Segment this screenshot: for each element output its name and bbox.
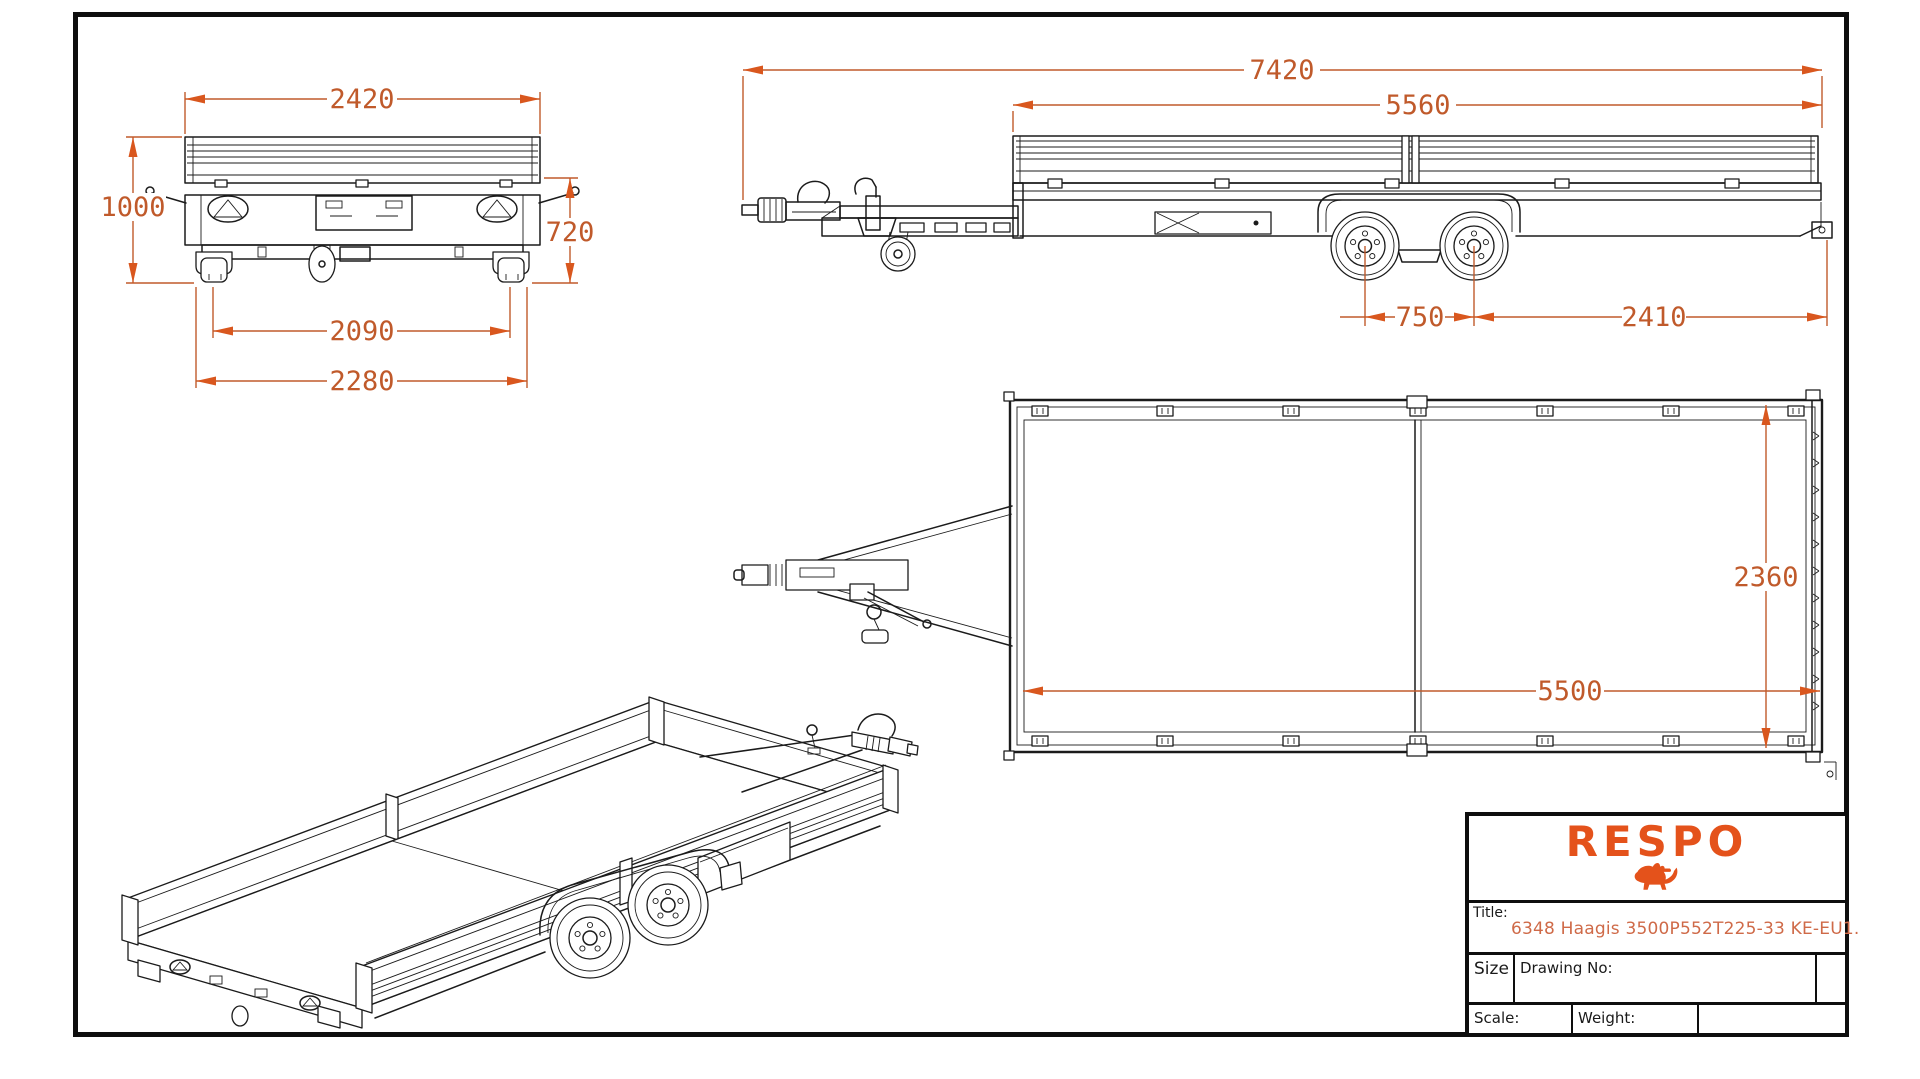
dim-top-inner-width: 2360 — [1731, 405, 1801, 748]
dim-label: 2360 — [1733, 562, 1798, 593]
brand-logo: RESPO — [1469, 816, 1845, 900]
dim-label: 720 — [546, 217, 595, 248]
size-drawing-row: Size Drawing No: — [1469, 952, 1845, 1002]
weight-label: Weight: — [1578, 1009, 1636, 1027]
size-label: Size — [1474, 959, 1509, 979]
dim-label: 750 — [1396, 302, 1445, 333]
bull-icon — [1634, 863, 1678, 890]
dim-side-total-length: 7420 — [742, 55, 1823, 200]
scale-weight-row: Scale: Weight: — [1469, 1002, 1845, 1033]
isometric-view — [121, 696, 919, 1029]
dim-label: 2090 — [329, 316, 394, 347]
tie-down-cleats — [1031, 405, 1805, 747]
dim-rear-width-inner: 2090 — [212, 287, 511, 347]
dim-rear-height-left: 1000 — [100, 136, 194, 284]
dim-label: 2280 — [329, 366, 394, 397]
iso-wheel-rear — [549, 897, 631, 979]
spare-cell — [1817, 955, 1845, 1002]
dim-top-inner-length: 5500 — [1023, 676, 1820, 707]
scale-label: Scale: — [1474, 1009, 1520, 1027]
drawing-no-label: Drawing No: — [1520, 959, 1613, 977]
dim-side-axle-spacing: 750 2410 — [1340, 240, 1828, 333]
iso-wheel-front — [627, 864, 709, 946]
title-block: RESPO Title: 6348 Haagis 3500P552T225-33… — [1465, 812, 1860, 1037]
size-cell: Size — [1469, 955, 1515, 1002]
scale-cell: Scale: — [1469, 1005, 1573, 1033]
drawing-no-cell: Drawing No: — [1515, 955, 1817, 1002]
brand-name: RESPO — [1565, 817, 1749, 866]
side-wheel-front — [1330, 211, 1400, 281]
title-value: 6348 Haagis 3500P552T225-33 KE-EU1. — [1511, 919, 1860, 939]
dim-rear-width-top: 2420 — [184, 84, 541, 134]
weight-cell: Weight: — [1573, 1005, 1699, 1033]
rear-panel-ticks — [1812, 431, 1820, 711]
drawing-border — [73, 12, 1849, 1037]
dim-rear-width-outer: 2280 — [195, 287, 528, 397]
rear-view: 2420 1000 720 — [100, 84, 596, 397]
title-row: Title: 6348 Haagis 3500P552T225-33 KE-EU… — [1469, 900, 1860, 952]
dim-label: 2420 — [329, 84, 394, 115]
dim-label: 2410 — [1621, 302, 1686, 333]
side-view: 7420 5560 750 — [741, 55, 1833, 333]
dim-label: 7420 — [1249, 55, 1314, 86]
dim-rear-height-right: 720 — [532, 177, 596, 284]
dim-label: 5560 — [1385, 90, 1450, 121]
title-label: Title: — [1473, 905, 1508, 921]
dim-label: 1000 — [100, 192, 165, 223]
spare-cell — [1699, 1005, 1845, 1033]
top-view: 2360 5500 — [733, 389, 1837, 780]
dim-label: 5500 — [1537, 676, 1602, 707]
dim-side-bed-length: 5560 — [1012, 90, 1822, 132]
